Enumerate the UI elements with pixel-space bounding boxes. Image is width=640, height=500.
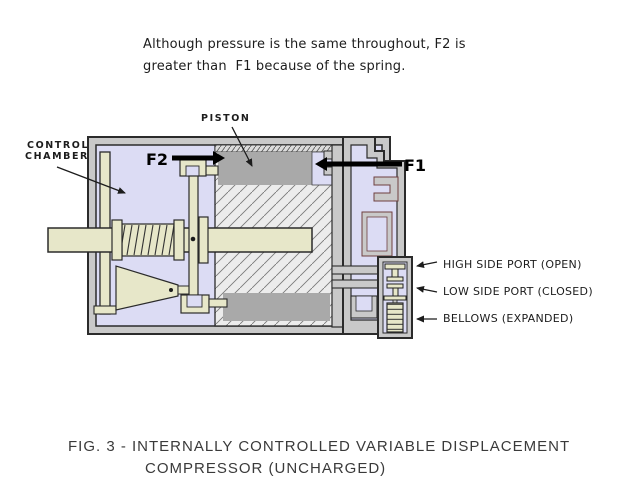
head-fin-upper — [373, 176, 399, 202]
intro-text-line1: Although pressure is the same throughout… — [143, 37, 466, 52]
drive-cone — [115, 265, 191, 311]
control-chamber-pointer — [56, 166, 126, 194]
spring — [121, 223, 175, 257]
high-side-passage — [331, 265, 383, 275]
f2-arrow — [172, 151, 225, 165]
low-side-passage — [331, 279, 383, 289]
intro-text-line2: greater than F1 because of the spring. — [143, 59, 406, 74]
bottom-piston — [223, 293, 330, 321]
figure-caption-line2: COMPRESSOR (UNCHARGED) — [145, 460, 387, 477]
spring-collar-right — [173, 219, 185, 261]
high-side-port-label: HIGH SIDE PORT (OPEN) — [443, 258, 582, 271]
piston-pointer — [231, 126, 253, 167]
f1-label: F1 — [404, 156, 426, 175]
figure-caption-line1: FIG. 3 - INTERNALLY CONTROLLED VARIABLE … — [68, 438, 571, 455]
control-chamber-label-line2: CHAMBER — [25, 151, 89, 162]
low-side-pointer — [416, 285, 438, 293]
high-side-port-valve — [384, 263, 406, 282]
piston-label: PISTON — [201, 113, 250, 124]
control-valve-assembly — [377, 256, 413, 339]
drive-shaft — [47, 219, 313, 261]
f1-arrow — [315, 157, 402, 171]
piston-rod-linkage — [179, 158, 228, 314]
top-piston — [218, 152, 312, 185]
cylinder-block — [214, 144, 346, 327]
spring-collar-left — [111, 219, 123, 261]
control-chamber-label-line1: CONTROL — [27, 140, 89, 151]
f2-label: F2 — [146, 150, 168, 169]
high-side-pointer — [416, 261, 438, 269]
bellows-label: BELLOWS (EXPANDED) — [443, 312, 573, 325]
bellows — [386, 302, 404, 333]
low-side-port-label: LOW SIDE PORT (CLOSED) — [443, 285, 593, 298]
